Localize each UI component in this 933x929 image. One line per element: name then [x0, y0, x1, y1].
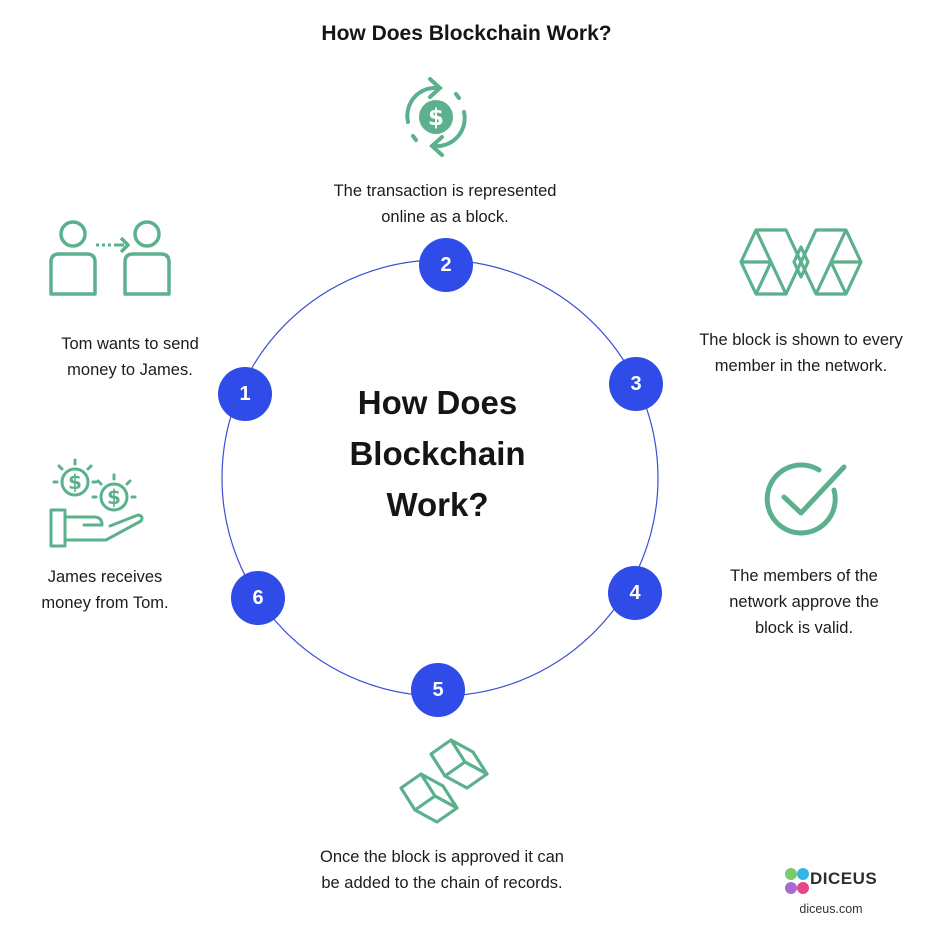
step-4-line: The members of the — [730, 567, 878, 585]
step-5-line: Once the block is approved it can — [320, 848, 564, 866]
step-badge-4: 4 — [608, 566, 662, 620]
svg-text:$: $ — [107, 485, 121, 509]
step-badge-2: 2 — [419, 238, 473, 292]
svg-text:$: $ — [428, 105, 444, 131]
step-1-line: money to James. — [67, 361, 193, 379]
step-6-description: James receives money from Tom. — [5, 564, 205, 616]
step-5-description: Once the block is approved it can be add… — [262, 844, 622, 896]
page-title: How Does Blockchain Work? — [321, 22, 612, 45]
diceus-logo-icon — [785, 868, 809, 894]
step-badge-5: 5 — [411, 663, 465, 717]
step-5-line: be added to the chain of records. — [321, 874, 563, 892]
brand-name: DICEUS — [810, 869, 878, 888]
people-transfer-icon — [49, 220, 171, 296]
step-2-line: The transaction is represented — [333, 182, 557, 200]
center-title-line: Work? — [386, 486, 489, 523]
svg-text:$: $ — [68, 470, 82, 494]
step-4-line: block is valid. — [754, 619, 854, 637]
step-badge-1: 1 — [218, 367, 272, 421]
step-1-line: Tom wants to send — [61, 335, 199, 353]
chained-blocks-icon — [399, 738, 489, 824]
center-title: How Does Blockchain Work? — [300, 377, 575, 530]
step-badge-3: 3 — [609, 357, 663, 411]
hand-receiving-money-icon: $ $ — [49, 458, 144, 548]
step-4-line: network approve the — [729, 593, 879, 611]
step-1-description: Tom wants to send money to James. — [10, 331, 250, 383]
center-title-line: Blockchain — [349, 435, 526, 472]
step-2-line: online as a block. — [381, 208, 509, 226]
step-6-line: James receives — [47, 568, 163, 586]
step-badge-6: 6 — [231, 571, 285, 625]
step-2-description: The transaction is represented online as… — [280, 178, 610, 230]
dollar-cycle-icon: $ — [405, 77, 467, 157]
step-6-line: money from Tom. — [41, 594, 169, 612]
step-4-description: The members of the network approve the b… — [690, 563, 918, 641]
checkmark-circle-icon — [764, 462, 847, 536]
brand-url[interactable]: diceus.com — [799, 902, 863, 916]
blocks-network-icon — [739, 228, 863, 296]
step-3-line: member in the network. — [714, 357, 888, 375]
step-3-line: The block is shown to every — [699, 331, 903, 349]
step-3-description: The block is shown to every member in th… — [672, 327, 930, 379]
center-title-line: How Does — [357, 384, 518, 421]
